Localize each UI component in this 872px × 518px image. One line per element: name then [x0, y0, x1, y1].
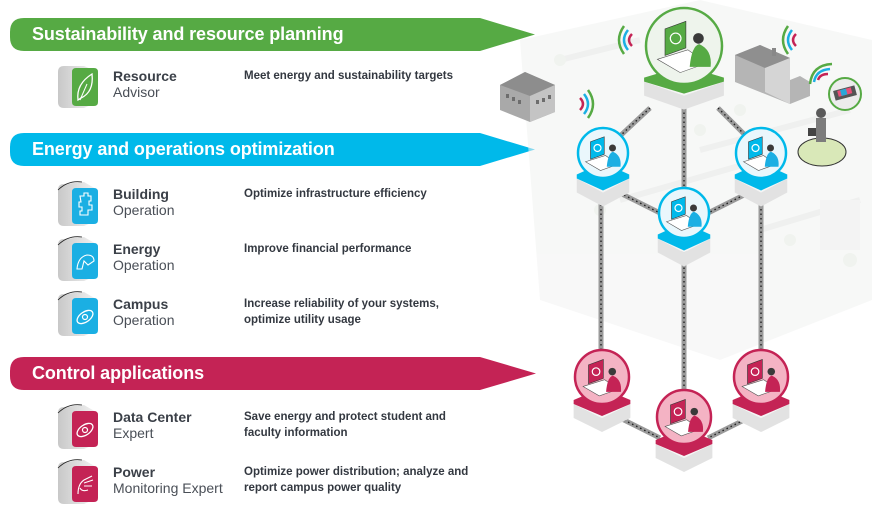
wireless-signal-icon [808, 62, 833, 85]
section-title: Energy and operations optimization [32, 139, 335, 159]
node-bottom-3 [732, 348, 790, 433]
banner-arrow-shape [10, 357, 536, 390]
node-top-resource-advisor [644, 6, 724, 110]
wireless-signal-icon [781, 25, 797, 55]
energy-gauge-icon [593, 143, 602, 153]
product-name: Campus [113, 296, 169, 312]
mobile-user [797, 77, 862, 167]
product-description: Increase reliability of your systems, op… [244, 298, 439, 326]
product-subname: Operation [113, 312, 175, 328]
node-middle-3 [734, 126, 788, 207]
product-name: Power [113, 464, 156, 480]
product-description: Optimize power distribution; analyze and… [244, 466, 469, 494]
node-middle-1 [576, 126, 630, 207]
orbit-eye-icon [57, 291, 98, 336]
product-power-monitoring-expert[interactable]: Power Monitoring Expert Optimize power d… [54, 458, 534, 508]
building-puzzle-icon [674, 203, 683, 213]
wireless-signal-icon [617, 25, 633, 55]
product-name: Building [113, 186, 169, 202]
energy-gauge-icon [57, 236, 98, 281]
banner-arrow-shape [10, 133, 535, 166]
product-name: Data Center [113, 409, 192, 425]
product-description: Save energy and protect student and facu… [244, 411, 446, 439]
product-campus-operation[interactable]: Campus Operation Increase reliability of… [54, 290, 534, 340]
node-bottom-2 [655, 388, 713, 473]
product-description: Optimize infrastructure efficiency [244, 188, 427, 200]
network-icon [751, 143, 760, 153]
tablet-in-hand-icon [828, 77, 862, 111]
banner-arrow-shape [10, 18, 535, 51]
power-plug-icon [591, 367, 601, 376]
wireless-signal-icon [579, 89, 595, 119]
orbit-eye-icon [57, 404, 98, 449]
product-subname: Operation [113, 202, 175, 218]
product-name: Resource [113, 68, 177, 84]
product-subname: Expert [113, 425, 154, 441]
section-title: Control applications [32, 363, 205, 383]
product-name: Energy [113, 241, 161, 257]
product-description: Meet energy and sustainability targets [244, 70, 453, 82]
network-connections [598, 106, 764, 441]
campus-building-right [735, 45, 810, 104]
node-bottom-1 [573, 348, 631, 433]
campus-building-left [500, 72, 555, 122]
product-resource-advisor[interactable]: Resource Advisor Meet energy and sustain… [54, 62, 534, 112]
product-subname: Monitoring Expert [113, 480, 223, 496]
product-subname: Operation [113, 257, 175, 273]
product-data-center-expert[interactable]: Data Center Expert Save energy and prote… [54, 403, 534, 453]
leaf-icon [58, 66, 98, 108]
product-subname: Advisor [113, 84, 160, 100]
product-description: Improve financial performance [244, 243, 412, 255]
product-building-operation[interactable]: Building Operation Optimize infrastructu… [54, 180, 534, 230]
power-plug-icon [57, 459, 98, 504]
building-puzzle-icon [57, 181, 98, 226]
running-person-icon [673, 407, 683, 416]
campus-network-illustration [500, 0, 872, 473]
orbit-eye-icon [750, 367, 760, 376]
product-energy-operation[interactable]: Energy Operation Improve financial perfo… [54, 235, 534, 285]
node-middle-2 [657, 186, 711, 267]
section-title: Sustainability and resource planning [32, 24, 344, 44]
leaf-icon [669, 32, 682, 45]
